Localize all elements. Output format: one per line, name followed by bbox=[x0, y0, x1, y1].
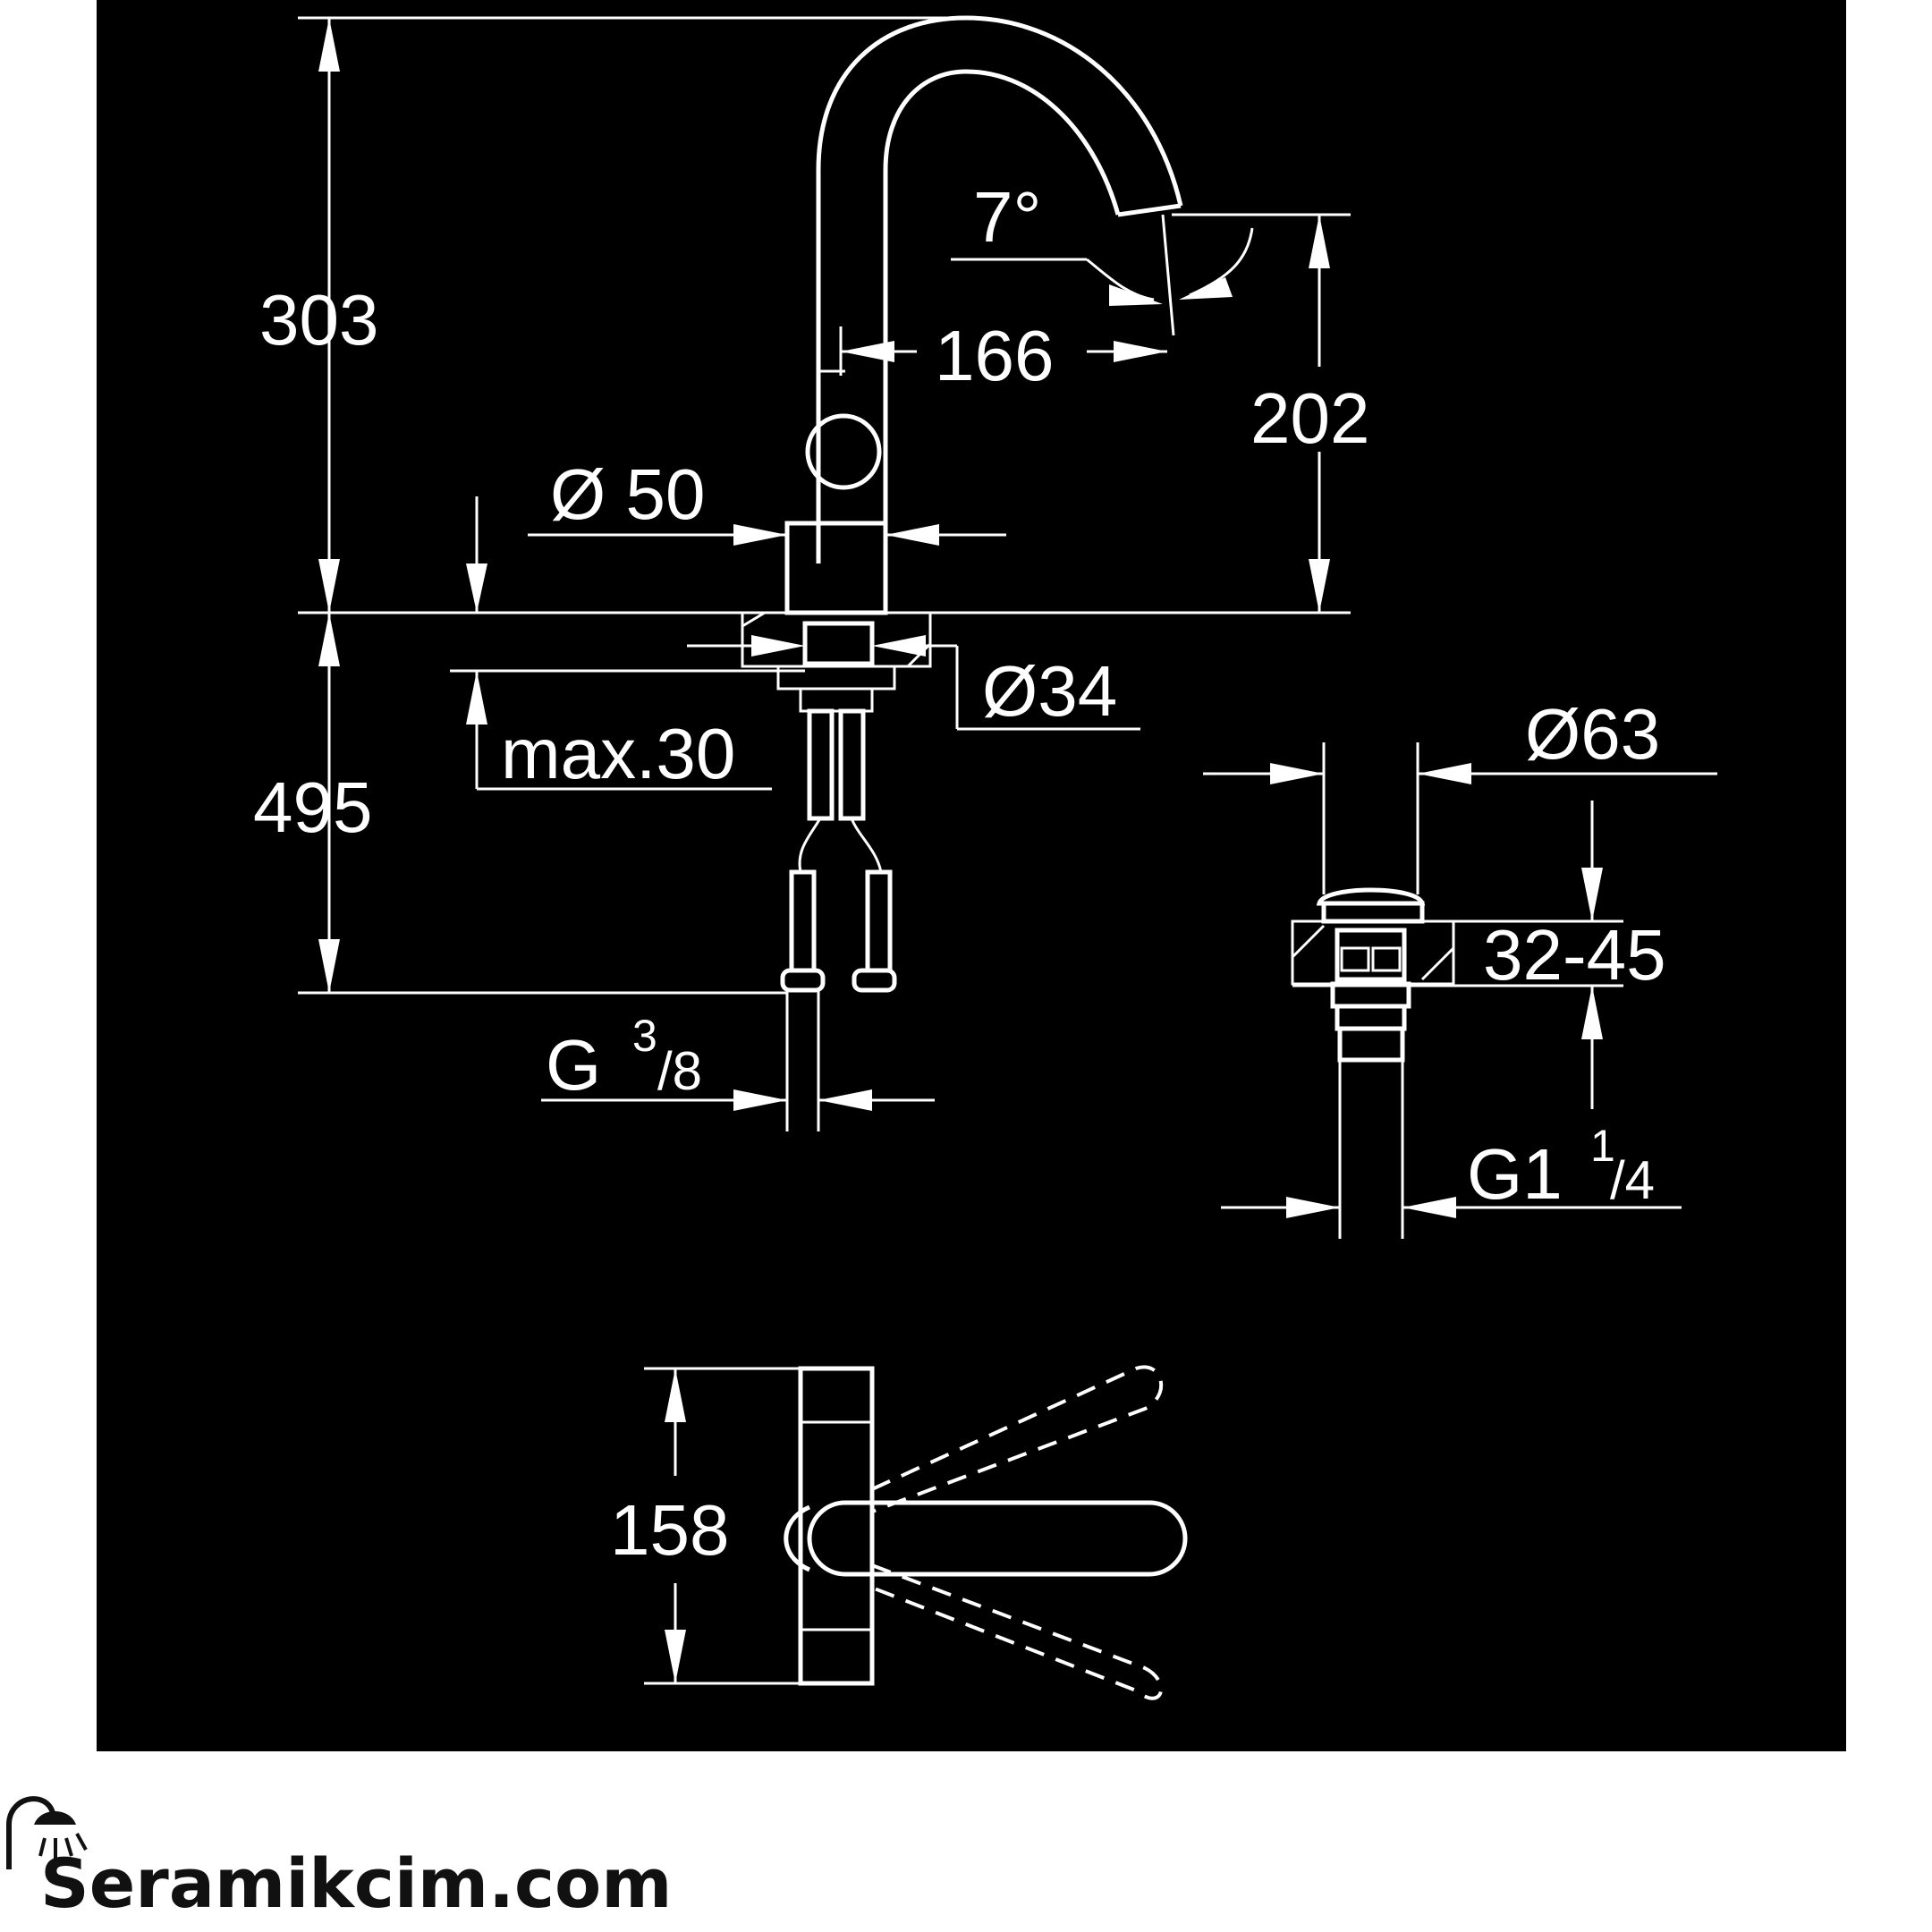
dim-d50-lines bbox=[528, 524, 1006, 546]
drawing-panel bbox=[97, 0, 1846, 1751]
dim-32-45-lines bbox=[1292, 801, 1623, 1109]
dim-202-lines bbox=[1172, 213, 1351, 613]
dim-g114-lines bbox=[1221, 1197, 1682, 1218]
lever-top-view bbox=[784, 1365, 1188, 1700]
drain-view bbox=[1291, 742, 1455, 1239]
dim-connection-g: G bbox=[546, 1025, 601, 1105]
dim-495: 495 bbox=[253, 767, 372, 847]
shower-head-icon bbox=[6, 1796, 88, 1869]
dim-angle-lines bbox=[951, 214, 1254, 336]
dim-7-degree: 7° bbox=[973, 177, 1041, 257]
dim-drain-numerator: 1 bbox=[1590, 1121, 1615, 1171]
dim-166: 166 bbox=[935, 316, 1054, 395]
dim-d63-lines bbox=[1203, 763, 1717, 784]
dim-g38-lines bbox=[541, 990, 935, 1131]
dim-158: 158 bbox=[610, 1490, 729, 1570]
faucet-side-view bbox=[784, 15, 1183, 615]
dim-deck-arrow bbox=[466, 496, 487, 613]
dim-max-30: max.30 bbox=[501, 714, 735, 793]
dim-connection-denominator: /8 bbox=[657, 1041, 702, 1101]
dim-drain-denominator: /4 bbox=[1610, 1150, 1655, 1210]
dim-diameter-34: Ø34 bbox=[982, 651, 1117, 731]
mounting-assembly bbox=[741, 611, 932, 993]
dim-diameter-50: Ø 50 bbox=[550, 454, 705, 534]
dim-diameter-63: Ø63 bbox=[1525, 694, 1660, 774]
dim-32-45: 32-45 bbox=[1483, 915, 1666, 995]
dim-303: 303 bbox=[259, 280, 378, 360]
dim-166-lines bbox=[839, 326, 1167, 376]
dim-495-lines bbox=[298, 613, 787, 995]
dim-303-lines bbox=[318, 18, 340, 613]
dim-158-lines bbox=[644, 1367, 801, 1685]
dim-drain-g1: G1 bbox=[1467, 1134, 1563, 1214]
dim-d34-lines bbox=[687, 635, 1140, 731]
dim-connection-numerator: 3 bbox=[632, 1011, 657, 1061]
dim-max30-lines bbox=[450, 669, 805, 791]
dim-202: 202 bbox=[1250, 378, 1369, 458]
logo-text: Seramikcim.com bbox=[40, 1843, 672, 1923]
